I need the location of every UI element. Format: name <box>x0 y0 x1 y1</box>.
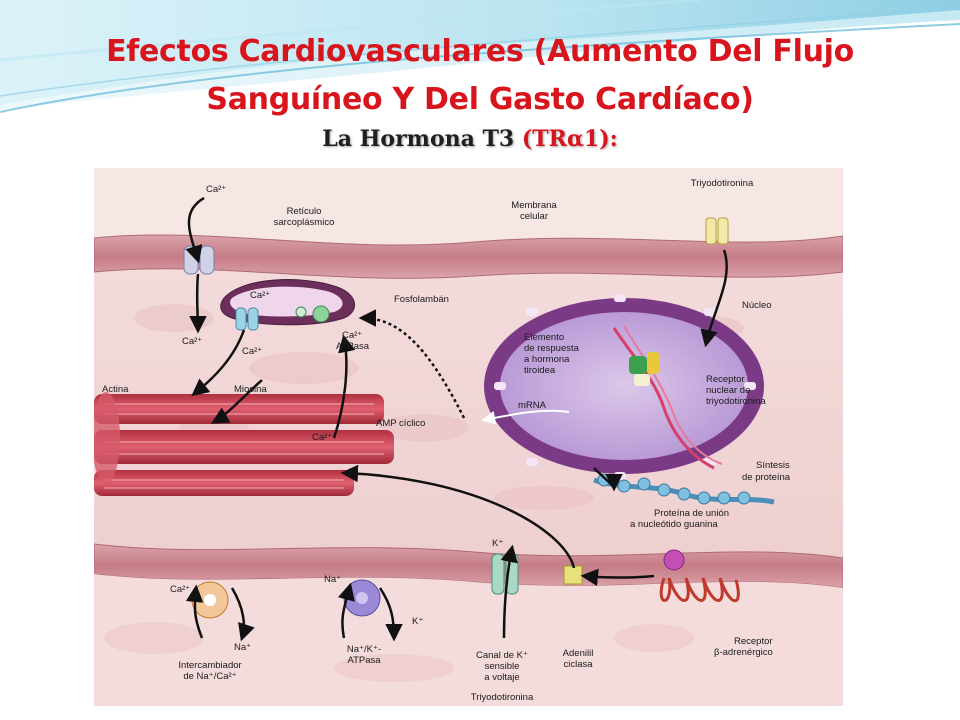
label-nucleo: Núcleo <box>742 300 772 311</box>
label-actina: Actina <box>102 384 129 395</box>
label-ca-left: Ca²⁺ <box>182 336 202 347</box>
label-ca-exch: Ca²⁺ <box>170 584 190 595</box>
label-membrana-2: celular <box>520 211 548 222</box>
label-triyodotironina-top: Triyodotironina <box>691 178 754 189</box>
na-ca-exchanger <box>191 581 229 619</box>
label-reticulo-2: sarcoplásmico <box>274 217 335 228</box>
label-intercambiador-1: Intercambiador <box>178 660 241 671</box>
label-reticulo-1: Retículo <box>287 206 322 217</box>
label-ca-top: Ca²⁺ <box>206 184 226 195</box>
label-ca-atpasa-2: ATPasa <box>336 341 370 352</box>
label-amp-ciclico: AMP cíclico <box>376 418 425 429</box>
label-na-pump: Na⁺ <box>324 574 341 585</box>
label-k-pump: K⁺ <box>412 616 423 627</box>
label-sintesis-2: de proteína <box>742 472 791 483</box>
nucleus <box>484 294 764 480</box>
label-ca-atpasa-1: Ca²⁺ <box>342 330 362 341</box>
label-receptor-b-2: β-adrenérgico <box>714 647 773 658</box>
label-napump-1: Na⁺/K⁺- <box>347 644 381 655</box>
label-intercambiador-2: de Na⁺/Ca²⁺ <box>183 671 236 682</box>
label-receptor-3: triyodotironina <box>706 396 766 407</box>
label-receptor-1: Receptor <box>706 374 745 385</box>
title-line-2: Sanguíneo Y Del Gasto Cardíaco) <box>206 82 754 117</box>
g-protein <box>663 549 685 571</box>
label-ca-myo: Ca²⁺ <box>312 432 332 443</box>
label-sintesis-1: Síntesis <box>756 460 790 471</box>
label-receptor-2: nuclear de <box>706 385 750 396</box>
label-elemento-3: a hormona <box>524 354 570 365</box>
thyroid-hormone-transporter <box>705 217 729 245</box>
label-ca-sr: Ca²⁺ <box>250 290 270 301</box>
label-triyodotironina-bottom: Triyodotironina <box>471 692 534 703</box>
label-k-channel: K⁺ <box>492 538 503 549</box>
title-line-1: Efectos Cardiovasculares (Aumento Del Fl… <box>106 34 854 69</box>
label-receptor-b-1: Receptor <box>734 636 773 647</box>
label-canal-1: Canal de K⁺ <box>476 650 528 661</box>
subtitle-receptor: (TRα1): <box>521 126 618 152</box>
label-napump-2: ATPasa <box>347 655 381 666</box>
label-membrana-1: Membrana <box>511 200 557 211</box>
label-elemento-2: de respuesta <box>524 343 580 354</box>
label-adenilil-1: Adenilil <box>563 648 594 659</box>
label-na-exch: Na⁺ <box>234 642 251 653</box>
label-ca-release: Ca²⁺ <box>242 346 262 357</box>
label-elemento-4: tiroidea <box>524 365 556 376</box>
adenylyl-cyclase <box>563 565 583 585</box>
subtitle-main: La Hormona T3 <box>322 126 522 152</box>
slide-title: Efectos Cardiovasculares (Aumento Del Fl… <box>40 28 920 124</box>
label-proteina-1: Proteína de unión <box>654 508 729 519</box>
label-proteina-2: a nucleótido guanina <box>630 519 718 530</box>
label-fosfolamban: Fosfolambán <box>394 294 449 305</box>
myofibrils <box>94 392 394 496</box>
label-adenilil-2: ciclasa <box>563 659 593 670</box>
label-canal-2: sensible <box>485 661 520 672</box>
sarcoplasmic-reticulum <box>220 279 356 331</box>
label-miosina: Miosina <box>234 384 267 395</box>
label-mrna: mRNA <box>518 400 547 411</box>
na-k-atpase <box>343 579 381 617</box>
slide-subtitle: La Hormona T3 (TRα1): <box>200 126 740 152</box>
label-canal-3: a voltaje <box>484 672 519 683</box>
cardiomyocyte-diagram: Ca²⁺ Retículo sarcoplásmico Membrana cel… <box>94 168 843 706</box>
beta-adrenergic-receptor <box>659 577 740 603</box>
label-elemento-1: Elemento <box>524 332 564 343</box>
